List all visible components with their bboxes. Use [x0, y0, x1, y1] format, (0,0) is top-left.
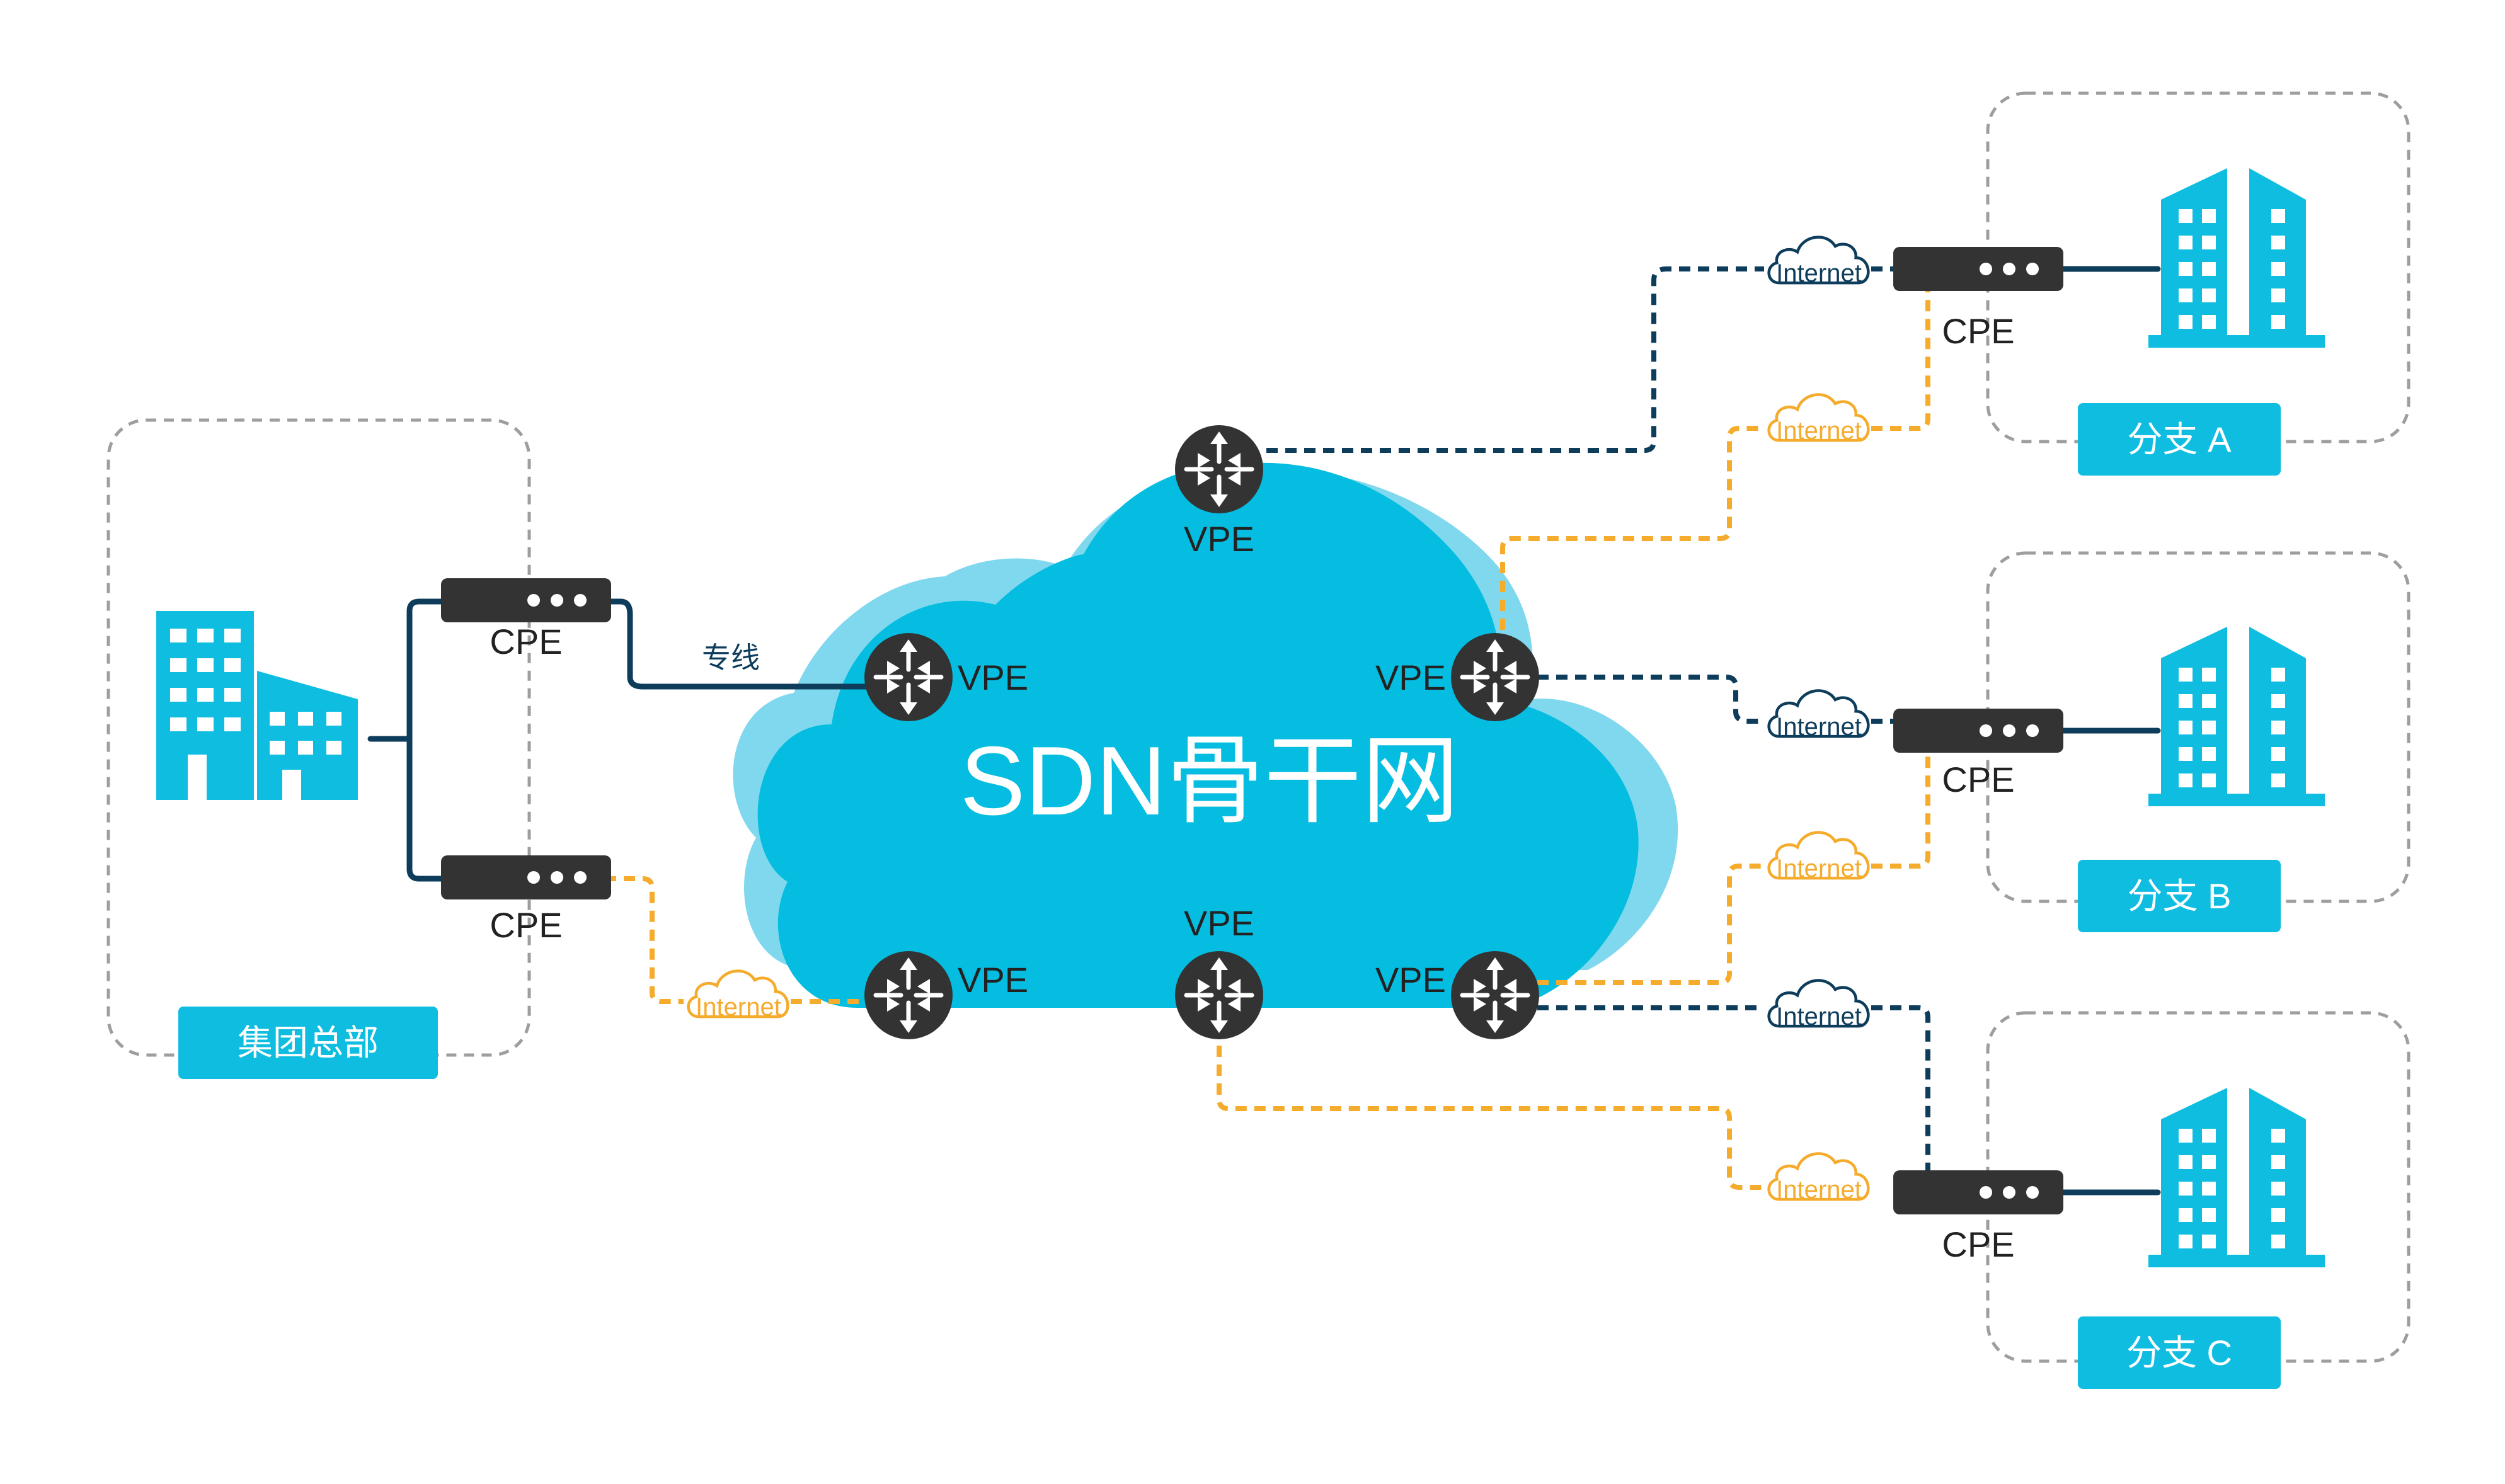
hq-to-cpe-link [367, 598, 444, 882]
cpe-label: CPE [1942, 760, 2014, 799]
cpe-label: CPE [490, 622, 562, 661]
vpe-label: VPE [958, 960, 1028, 1000]
vpe-router-top[interactable] [1175, 425, 1263, 513]
vpe-router-bottom-center[interactable] [1175, 951, 1263, 1039]
branch-a-label: 分支 A [2128, 420, 2232, 459]
vpe-bottom-right-to-branch-c-internet-link [1537, 1005, 1930, 1172]
branch-c-label: 分支 C [2126, 1333, 2232, 1373]
vpe-router-bottom-right[interactable] [1451, 951, 1539, 1039]
cpe-label: CPE [1942, 311, 2014, 351]
branch-a-building-icon [2148, 168, 2325, 348]
internet-label: Internet [1776, 713, 1862, 741]
vpe-label: VPE [1184, 903, 1254, 943]
backbone-cloud [733, 462, 1678, 1008]
internet-label: Internet [1776, 1003, 1862, 1030]
internet-label: Internet [696, 993, 781, 1021]
branch-c-building-icon [2148, 1088, 2325, 1267]
hq-building-icon [156, 611, 358, 800]
dedicated-line-link [602, 598, 873, 690]
vpe-bottom-center-to-branch-c-internet-orange [1217, 1027, 1764, 1190]
hq-label-box: 集团总部 [178, 1007, 438, 1079]
branch-b-building-icon [2148, 627, 2325, 806]
internet-label: Internet [1776, 1176, 1862, 1204]
branch-b-label-box: 分支 B [2078, 860, 2281, 932]
vpe-router-right[interactable] [1451, 633, 1539, 721]
vpe-label: VPE [958, 658, 1028, 697]
hq-label: 集团总部 [238, 1023, 379, 1063]
vpe-right-to-branch-b-internet-link [1537, 675, 1893, 724]
branch-c-cpe[interactable] [1893, 1170, 2063, 1214]
cpe-label: CPE [1942, 1224, 2014, 1264]
vpe-router-bottom-left[interactable] [864, 951, 953, 1039]
internet-label: Internet [1776, 417, 1862, 445]
dedicated-line-label: 专线 [702, 641, 760, 674]
vpe-router-left[interactable] [864, 633, 953, 721]
branch-a-label-box: 分支 A [2078, 403, 2281, 476]
vpe-bottom-right-to-branch-b-internet-orange [1537, 753, 1930, 985]
vpe-label: VPE [1375, 960, 1446, 1000]
branch-b-label: 分支 B [2128, 876, 2232, 916]
vpe-label: VPE [1184, 519, 1254, 559]
cpe-label: CPE [490, 905, 562, 945]
hq-cpe-1[interactable] [441, 578, 611, 622]
internet-label: Internet [1776, 855, 1862, 882]
branch-a-cpe[interactable] [1893, 247, 2063, 291]
vpe-right-to-branch-a-internet-orange [1500, 290, 1930, 649]
hq-cpe-2[interactable] [441, 855, 611, 899]
backbone-title: SDN骨干网 [960, 726, 1459, 835]
vpe-label: VPE [1375, 658, 1446, 697]
vpe-top-to-branch-a-internet-link [1266, 266, 1893, 453]
branch-c-label-box: 分支 C [2078, 1316, 2281, 1389]
internet-label: Internet [1776, 260, 1862, 287]
hq-cpe2-to-vpe-internet-link [605, 876, 869, 1004]
branch-b-cpe[interactable] [1893, 709, 2063, 753]
